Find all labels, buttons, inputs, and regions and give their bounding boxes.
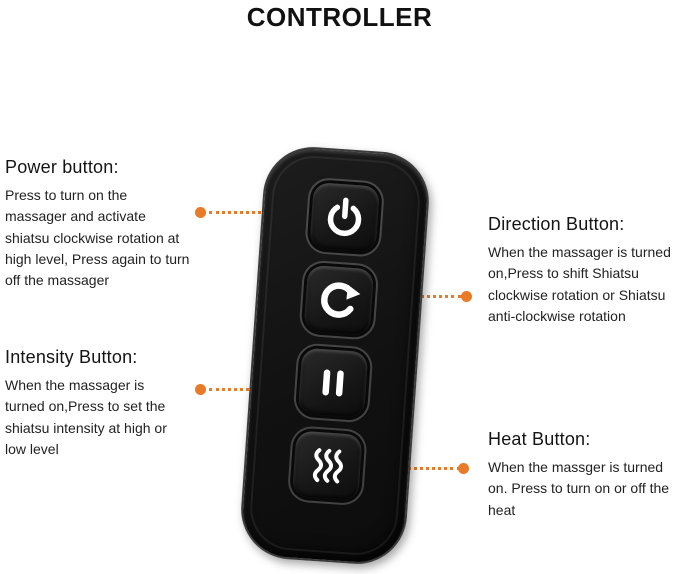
heat-annotation-body: When the massger is turned on. Press to …: [488, 459, 670, 518]
direction-leader-dot: [461, 291, 472, 302]
intensity-annotation-heading: Intensity Button:: [5, 347, 138, 367]
intensity-leader-line: [209, 388, 285, 391]
power-icon: [319, 192, 370, 243]
direction-annotation: Direction Button: When the massager is t…: [488, 214, 672, 327]
direction-annotation-heading: Direction Button:: [488, 214, 625, 234]
controller-face: [247, 153, 423, 558]
heat-annotation-heading: Heat Button:: [488, 429, 591, 449]
heat-leader-line: [377, 467, 460, 470]
intensity-annotation: Intensity Button: When the massager is t…: [5, 347, 177, 460]
direction-annotation-body: When the massager is turned on,Press to …: [488, 244, 671, 324]
power-annotation-body: Press to turn on the massager and activa…: [5, 187, 190, 289]
heat-waves-icon: [302, 440, 353, 491]
intensity-annotation-body: When the massager is turned on,Press to …: [5, 377, 167, 457]
intensity-leader-dot: [195, 384, 206, 395]
direction-button: [303, 264, 375, 336]
power-annotation-heading: Power button:: [5, 157, 119, 177]
rotate-icon: [313, 275, 364, 326]
page-title: CONTROLLER: [246, 2, 433, 32]
power-leader-dot: [195, 207, 206, 218]
power-annotation: Power button: Press to turn on the massa…: [5, 157, 191, 291]
heat-leader-dot: [458, 463, 469, 474]
heat-annotation: Heat Button: When the massger is turned …: [488, 429, 672, 521]
intensity-bars-icon: [307, 357, 358, 408]
power-leader-line: [209, 211, 261, 214]
intensity-button: [297, 347, 369, 419]
controller-remote: [237, 143, 433, 568]
power-button: [309, 182, 380, 253]
heat-button: [292, 430, 363, 501]
